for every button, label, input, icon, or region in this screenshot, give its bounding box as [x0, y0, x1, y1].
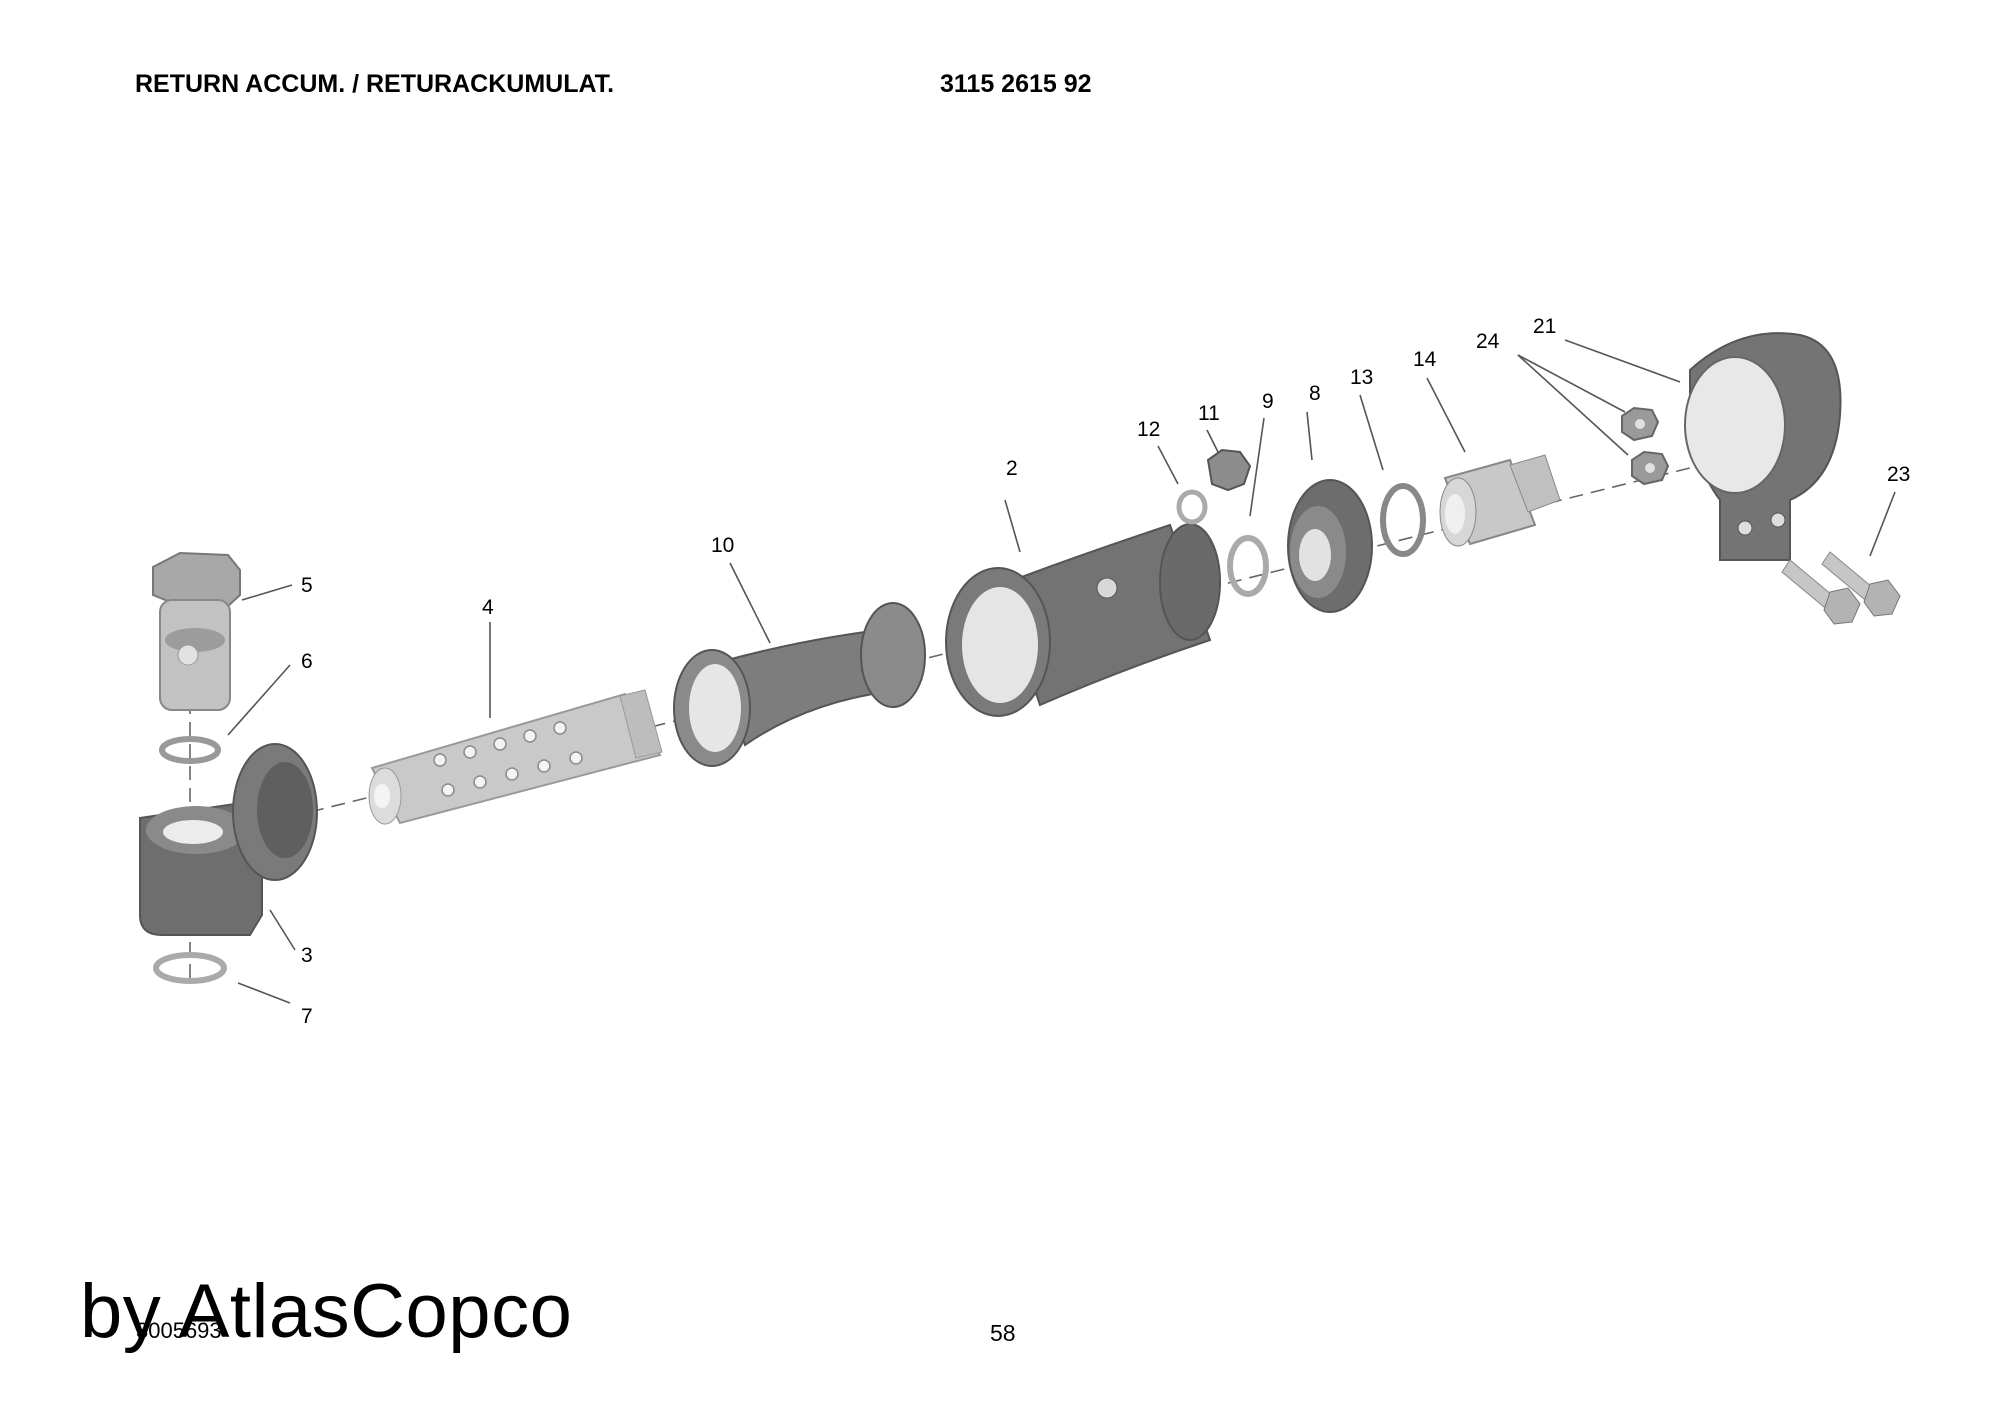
- callout-3: 3: [301, 944, 313, 967]
- leader-line: [241, 584, 293, 601]
- leader-line: [1517, 354, 1629, 456]
- callout-10: 10: [711, 534, 734, 557]
- callout-9: 9: [1262, 390, 1274, 413]
- leader-line: [1157, 445, 1179, 485]
- callout-13: 13: [1350, 366, 1373, 389]
- leader-line: [1869, 491, 1896, 557]
- part-13-o-ring: [1380, 483, 1426, 557]
- part-10-liner: [673, 602, 926, 767]
- watermark: by AtlasCopco: [80, 1269, 573, 1354]
- part-23-bolts: [1781, 551, 1901, 625]
- callout-12: 12: [1137, 418, 1160, 441]
- part-12-o-ring: [1176, 489, 1208, 525]
- part-number: 3115 2615 92: [940, 70, 1092, 98]
- leader-line: [269, 909, 296, 951]
- part-3-banjo-housing: [139, 743, 318, 936]
- leader-line: [1249, 417, 1265, 517]
- callout-24: 24: [1476, 330, 1500, 353]
- leader-line: [1359, 394, 1384, 471]
- diagram-title: RETURN ACCUM. / RETURACKUMULAT.: [135, 70, 615, 98]
- part-24-nuts: [1621, 406, 1670, 486]
- leader-line: [227, 664, 291, 736]
- callout-21: 21: [1533, 315, 1556, 338]
- leader-line: [1517, 354, 1626, 413]
- leader-line: [237, 982, 291, 1004]
- leader-line: [1004, 499, 1021, 553]
- leader-line: [729, 562, 771, 644]
- part-11-plug: [1206, 448, 1252, 492]
- leader-line: [1426, 377, 1466, 453]
- callout-2: 2: [1006, 457, 1018, 480]
- part-2-cylinder: [945, 523, 1221, 717]
- part-6-seal-ring: [159, 736, 221, 764]
- part-21-clamp: [1684, 332, 1842, 561]
- callout-6: 6: [301, 650, 313, 673]
- leader-line: [1564, 339, 1681, 383]
- callout-4: 4: [482, 596, 494, 619]
- part-7-seal-ring: [153, 952, 227, 984]
- callout-14: 14: [1413, 348, 1437, 371]
- callout-5: 5: [301, 574, 313, 597]
- callout-7: 7: [301, 1005, 313, 1028]
- part-9-o-ring: [1227, 535, 1269, 597]
- page-number: 58: [990, 1320, 1016, 1346]
- part-4-perforated-tube: [368, 689, 663, 825]
- part-14-charging-valve: [1439, 454, 1561, 547]
- leader-line: [1206, 429, 1219, 453]
- leader-line: [1306, 411, 1313, 461]
- callout-23: 23: [1887, 463, 1910, 486]
- part-8-end-cap: [1287, 479, 1373, 613]
- callout-11: 11: [1198, 402, 1220, 425]
- part-5-banjo-bolt: [152, 551, 241, 711]
- document-id: 3005693: [136, 1318, 222, 1343]
- callout-8: 8: [1309, 382, 1321, 405]
